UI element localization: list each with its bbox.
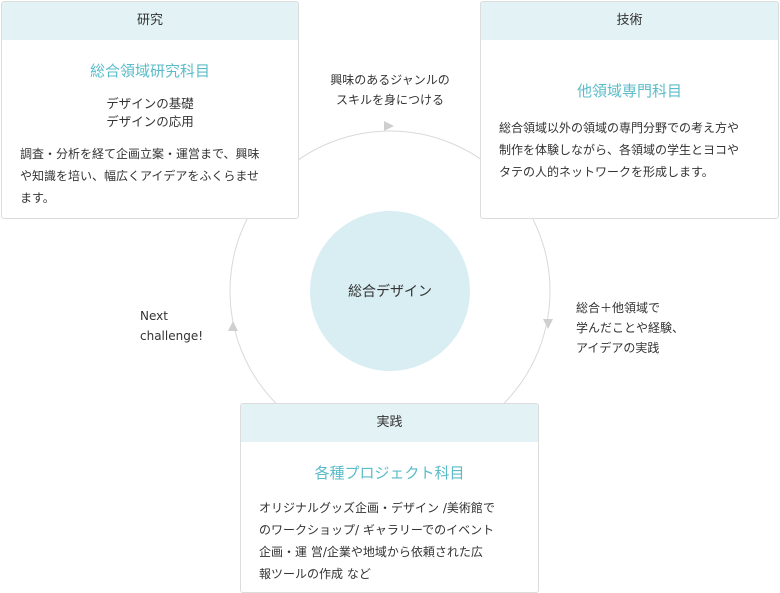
research-header: 研究: [2, 2, 298, 40]
arrow-label-top: 興味のあるジャンルの スキルを身につける: [322, 70, 458, 110]
research-body: 調査・分析を経て企画立案・運営まで、興味 や知識を培い、幅広くアイデアをふくらま…: [20, 143, 282, 209]
tech-body-line: タテの人的ネットワークを形成します。: [499, 165, 714, 179]
practice-body-line: オリジナルグッズ企画・デザイン /美術館で: [259, 501, 495, 515]
arrow-label-right-line: アイデアの実践: [576, 341, 660, 355]
cycle-arrow-right-icon: [543, 319, 553, 329]
cycle-arrow-left-icon: [228, 321, 238, 331]
research-body-line: 調査・分析を経て企画立案・運営まで、興味: [20, 147, 260, 161]
practice-body-line: 報ツールの作成 など: [259, 567, 371, 581]
arrow-label-right-line: 学んだことや経験、: [576, 321, 685, 335]
research-body-line: ます。: [20, 191, 55, 205]
practice-body-line: のワークショップ/ ギャラリーでのイベント: [259, 523, 495, 537]
arrow-label-right-line: 総合＋他領域で: [576, 301, 661, 315]
tech-body-line: 制作を体験しながら、各領域の学生とヨコや: [499, 143, 740, 157]
arrow-label-left: Next challenge!: [140, 306, 203, 346]
center-circle: 総合デザイン: [310, 211, 470, 371]
tech-body-line: 総合領域以外の領域の専門分野での考え方や: [499, 121, 740, 135]
center-label: 総合デザイン: [348, 284, 432, 300]
arrow-label-left-line: Next: [140, 309, 168, 323]
tech-title: 他領域専門科目: [576, 82, 682, 100]
practice-body: オリジナルグッズ企画・デザイン /美術館で のワークショップ/ ギャラリーでのイ…: [259, 497, 524, 585]
research-title: 総合領域研究科目: [89, 62, 210, 80]
research-body-line: や知識を培い、幅広くアイデアをふくらませ: [20, 169, 260, 183]
cycle-arrow-top-icon: [384, 121, 394, 131]
arrow-label-left-line: challenge!: [140, 329, 204, 343]
research-card: 研究 総合領域研究科目 デザインの基礎 デザインの応用 調査・分析を経て企画立案…: [1, 1, 299, 219]
arrow-label-top-line: 興味のあるジャンルの: [330, 73, 450, 87]
practice-title: 各種プロジェクト科目: [314, 464, 465, 482]
practice-body-line: 企画・運 営/企業や地域から依頼された広: [259, 545, 483, 559]
practice-header: 実践: [241, 404, 538, 442]
research-subtitle-line: デザインの応用: [106, 114, 194, 129]
tech-body: 総合領域以外の領域の専門分野での考え方や 制作を体験しながら、各領域の学生とヨコ…: [499, 117, 764, 183]
tech-card: 技術 他領域専門科目 総合領域以外の領域の専門分野での考え方や 制作を体験しなが…: [480, 1, 779, 219]
research-subtitle-line: デザインの基礎: [106, 96, 194, 111]
arrow-label-right: 総合＋他領域で 学んだことや経験、 アイデアの実践: [576, 298, 684, 358]
research-subtitle: デザインの基礎 デザインの応用: [2, 95, 298, 131]
arrow-label-top-line: スキルを身につける: [335, 93, 444, 107]
practice-card: 実践 各種プロジェクト科目 オリジナルグッズ企画・デザイン /美術館で のワーク…: [240, 403, 539, 593]
tech-header: 技術: [481, 2, 778, 40]
